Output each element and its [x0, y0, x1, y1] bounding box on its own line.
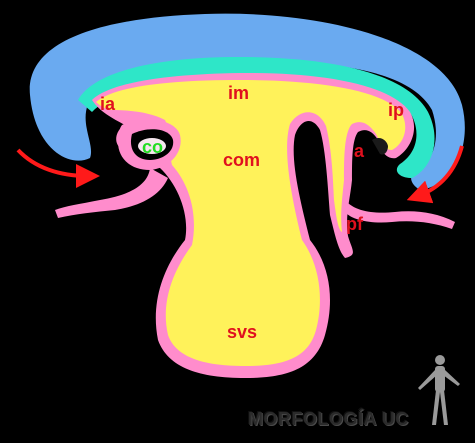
- label-a: a: [354, 141, 365, 161]
- label-im: im: [228, 83, 249, 103]
- notch: [372, 138, 388, 155]
- outer-layer: [29, 13, 465, 190]
- label-com: com: [223, 150, 260, 170]
- label-ip: ip: [388, 100, 404, 120]
- watermark-text: MORFOLOGÍA UC: [248, 409, 409, 429]
- human-figure-icon: [418, 355, 460, 425]
- left-pouch-inner: [138, 138, 166, 154]
- label-svs: svs: [227, 322, 257, 342]
- right-arrow: [406, 145, 464, 204]
- label-ia: ia: [100, 94, 116, 114]
- label-pf: pf: [346, 214, 364, 234]
- label-co: co: [142, 137, 163, 157]
- middle-layer: [78, 56, 435, 178]
- right-branch: [345, 200, 455, 229]
- left-branch: [55, 168, 168, 218]
- left-arrow: [16, 148, 100, 188]
